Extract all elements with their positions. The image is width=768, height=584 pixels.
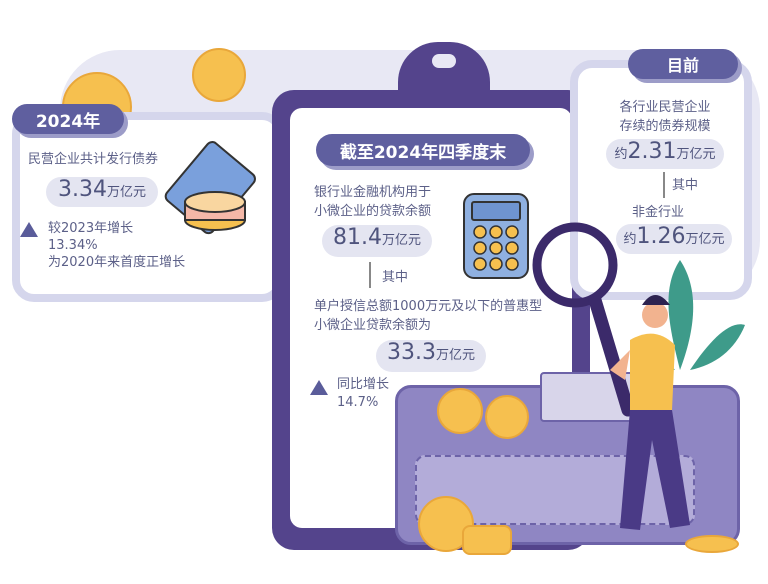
coin-stack bbox=[462, 525, 512, 555]
center-card-growth: 同比增长 14.7% bbox=[337, 377, 390, 410]
left-card-title: 民营企业共计发行债券 bbox=[28, 152, 159, 167]
right-card-sub: 非金行业 bbox=[632, 205, 685, 220]
right-card-title: 各行业民营企业 存续的债券规模 bbox=[619, 100, 711, 134]
clipboard-clip bbox=[398, 42, 490, 102]
right-card-header: 目前 bbox=[628, 49, 738, 79]
center-card-title: 银行业金融机构用于 小微企业的贷款余额 bbox=[314, 185, 432, 219]
center-card-sub: 单户授信总额1000万元及以下的普惠型 小微企业贷款余额为 bbox=[314, 299, 543, 333]
coin bbox=[485, 395, 529, 439]
up-triangle-icon bbox=[310, 380, 328, 395]
divider-line bbox=[369, 262, 371, 288]
left-card-header: 2024年 bbox=[12, 104, 124, 134]
card-and-coins-icon bbox=[164, 141, 256, 235]
up-triangle-icon bbox=[20, 222, 38, 237]
center-card-header: 截至2024年四季度末 bbox=[316, 134, 530, 166]
coin-decoration bbox=[192, 48, 246, 102]
calculator-icon bbox=[463, 193, 529, 279]
coin-stack bbox=[685, 535, 739, 553]
clip-hole bbox=[432, 54, 456, 68]
divider-line bbox=[663, 172, 665, 198]
center-card-among: 其中 bbox=[382, 270, 409, 285]
right-card bbox=[570, 60, 752, 300]
magnifier-and-person bbox=[532, 222, 690, 530]
coin bbox=[437, 388, 483, 434]
left-card-growth: 较2023年增长 13.34% 为2020年来首度正增长 bbox=[48, 221, 186, 270]
right-card-among: 其中 bbox=[672, 178, 699, 193]
